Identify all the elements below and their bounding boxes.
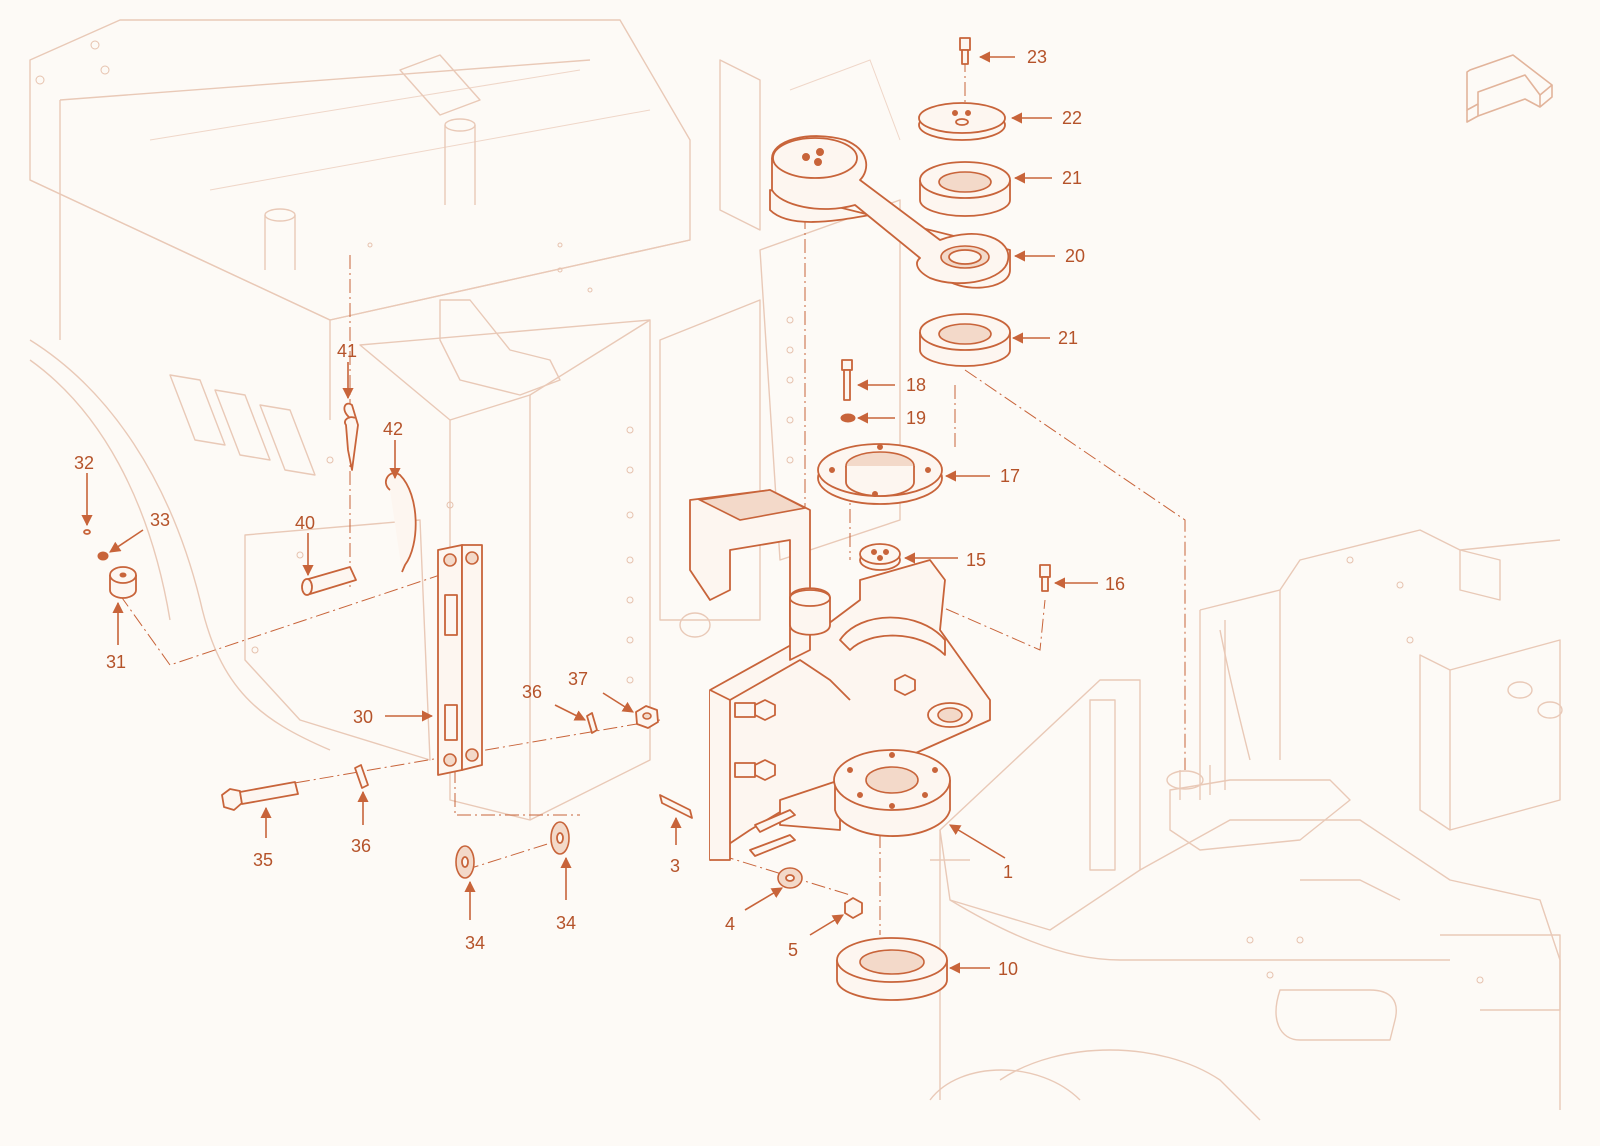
part-34-right-washer <box>550 821 570 855</box>
callout-10: 10 <box>998 959 1018 979</box>
leader-36a <box>554 704 587 721</box>
callout-35: 35 <box>253 850 273 870</box>
part-21-upper-bushing <box>919 161 1011 217</box>
leader-4 <box>744 887 783 911</box>
part-10-bushing <box>836 937 948 1001</box>
callout-34-right: 34 <box>556 913 576 933</box>
callout-19: 19 <box>906 408 926 428</box>
callout-16: 16 <box>1105 574 1125 594</box>
callout-17: 17 <box>1000 466 1020 486</box>
orientation-arrow-icon <box>1466 54 1553 123</box>
part-36-upper-lock-washer <box>586 712 598 734</box>
callout-34-left: 34 <box>465 933 485 953</box>
highlighted-parts <box>83 37 1051 1001</box>
part-15-retainer-cap <box>859 543 901 571</box>
leader-5 <box>809 914 844 936</box>
callout-31: 31 <box>106 652 126 672</box>
callout-30: 30 <box>353 707 373 727</box>
part-35-bolt <box>221 781 299 811</box>
callout-37: 37 <box>568 669 588 689</box>
callout-21-lower: 21 <box>1058 328 1078 348</box>
part-19-washer <box>840 413 856 423</box>
part-42-lanyard <box>385 472 417 573</box>
callout-42: 42 <box>383 419 403 439</box>
part-30-link-bar <box>437 544 483 776</box>
part-16-cap-screw <box>1039 564 1051 592</box>
part-37-nut <box>635 705 659 729</box>
leader-1 <box>949 824 1006 859</box>
callout-32: 32 <box>74 453 94 473</box>
part-41-hair-pin <box>343 402 359 471</box>
callout-36-lower: 36 <box>351 836 371 856</box>
callout-33: 33 <box>150 510 170 530</box>
callout-21-upper: 21 <box>1062 168 1082 188</box>
callout-40: 40 <box>295 513 315 533</box>
callout-4: 4 <box>725 914 735 934</box>
part-33-washer <box>97 551 109 561</box>
callout-22: 22 <box>1062 108 1082 128</box>
callout-36-upper: 36 <box>522 682 542 702</box>
part-17-flange-housing <box>817 443 943 505</box>
leader-33 <box>109 529 144 553</box>
callout-23: 23 <box>1027 47 1047 67</box>
leader-37 <box>602 692 634 713</box>
part-5-nut <box>844 897 863 919</box>
part-31-bumper <box>109 566 137 599</box>
callouts: 23 22 21 20 21 18 19 17 15 16 41 42 32 3… <box>74 47 1125 979</box>
callout-41: 41 <box>337 341 357 361</box>
frame-holes <box>35 40 1484 984</box>
callout-3: 3 <box>670 856 680 876</box>
part-18-bolt <box>841 359 853 401</box>
part-23-cap-screw <box>959 37 971 65</box>
part-21-lower-bushing <box>919 313 1011 367</box>
part-4-washer <box>777 867 803 889</box>
callout-20: 20 <box>1065 246 1085 266</box>
part-36-lower-lock-washer <box>354 764 369 789</box>
part-20-link-arm <box>769 135 1011 289</box>
part-22-cover-disc <box>918 102 1006 141</box>
part-40-pin <box>301 566 357 596</box>
callout-15: 15 <box>966 550 986 570</box>
assembly-centerlines <box>119 58 1186 935</box>
machine-frame-background <box>29 19 1563 1121</box>
part-32-screw <box>83 529 91 535</box>
callout-1: 1 <box>1003 862 1013 882</box>
part-3-pin <box>659 794 693 819</box>
callout-18: 18 <box>906 375 926 395</box>
callout-5: 5 <box>788 940 798 960</box>
part-34-left-washer <box>455 845 475 879</box>
part-1-pivot-bracket <box>689 489 991 861</box>
